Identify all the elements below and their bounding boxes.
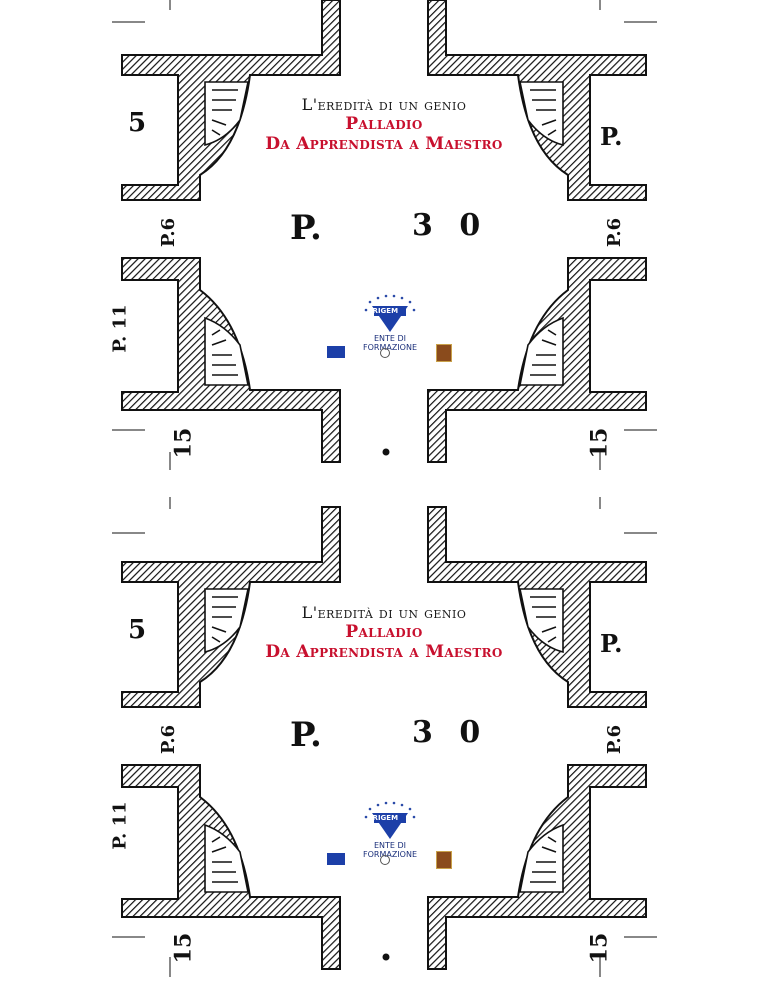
ministry-emblem-icon <box>380 348 390 358</box>
plan-label-left-mid-2: P.6 <box>158 724 180 755</box>
ente-label: ENTE DI FORMAZIONE <box>362 334 417 352</box>
crop-marks <box>112 0 657 470</box>
crop-marks-2 <box>112 497 657 977</box>
plan-label-right-top-2: P. <box>600 629 623 658</box>
plan-label-left-lower: P. 11 <box>109 304 131 353</box>
plan-label-left-top-2: 5 <box>128 615 147 645</box>
stair-details <box>204 81 564 386</box>
eu-flag-icon-2 <box>327 853 345 865</box>
tagline-2: Da Apprendista a Maestro <box>265 642 503 662</box>
plan-label-center-p-2: P. <box>290 715 322 755</box>
regione-badge-icon-2 <box>436 851 452 869</box>
plan-label-bottom-right-2: 15 <box>586 932 613 964</box>
tagline: Da Apprendista a Maestro <box>265 134 503 154</box>
subtitle: L'eredità di un genio <box>301 95 467 114</box>
title-2: Palladio <box>345 622 423 642</box>
plan-label-center-p: P. <box>290 208 322 248</box>
plan-label-left-top: 5 <box>128 108 147 138</box>
regione-badge-icon <box>436 344 452 362</box>
irigem-logo-2 <box>364 801 416 839</box>
brochure-bottom: 5 P. P. 3 0 P.6 P.6 P. 11 15 15 L'eredit… <box>0 497 768 994</box>
irigem-logo-text-2: IRIGEM <box>369 814 399 822</box>
plan-label-left-mid: P.6 <box>158 217 180 248</box>
plan-label-center-num-2: 3 0 <box>412 715 489 750</box>
plan-label-left-lower-2: P. 11 <box>109 801 131 850</box>
plan-label-right-mid: P.6 <box>604 217 626 248</box>
subtitle-2: L'eredità di un genio <box>301 603 467 622</box>
irigem-logo-text: IRIGEM <box>369 307 399 315</box>
ministry-emblem-icon-2 <box>380 855 390 865</box>
eu-flag-icon <box>327 346 345 358</box>
title: Palladio <box>345 114 423 134</box>
irigem-logo <box>364 294 416 332</box>
plan-label-right-top: P. <box>600 122 623 151</box>
plan-label-bottom-left-2: 15 <box>170 932 197 964</box>
plan-label-right-mid-2: P.6 <box>604 724 626 755</box>
center-dot <box>382 448 390 456</box>
plan-label-center-num: 3 0 <box>412 208 489 243</box>
brochure-top: 5 P. P. 3 0 P.6 P.6 P. 11 15 15 L'eredit… <box>0 0 768 470</box>
title-block: L'eredità di un genio Palladio Da Appren… <box>0 95 768 154</box>
title-block-2: L'eredità di un genio Palladio Da Appren… <box>0 603 768 662</box>
ente-label-2: ENTE DI FORMAZIONE <box>362 841 417 859</box>
floor-plan-drawing-2 <box>112 497 657 977</box>
plan-label-bottom-left: 15 <box>170 427 197 459</box>
floor-plan-drawing <box>112 0 657 470</box>
plan-label-bottom-right: 15 <box>586 427 613 459</box>
